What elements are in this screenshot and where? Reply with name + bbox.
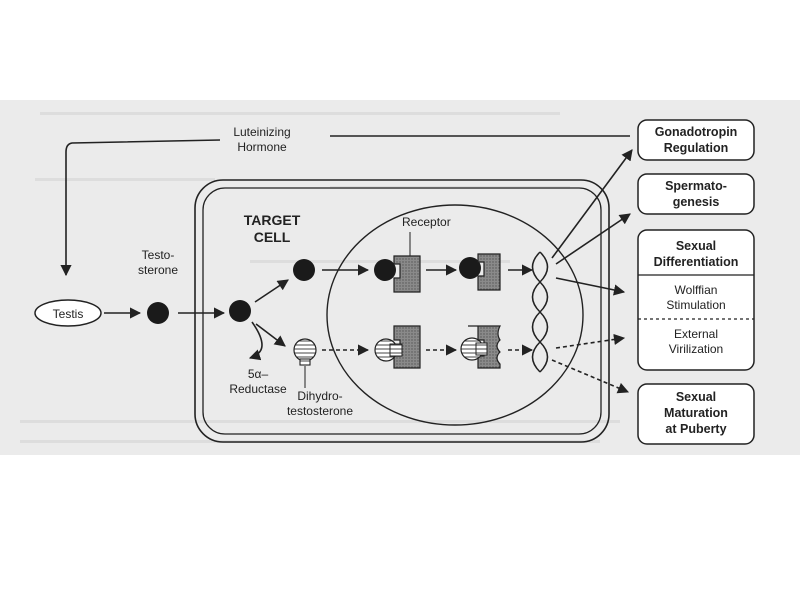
testosterone-label-line1: Testo- bbox=[142, 248, 175, 262]
dht-molecule-cytoplasm bbox=[293, 338, 317, 366]
arrow-to-spermatogenesis bbox=[555, 213, 631, 265]
puberty-label-line1: Sexual bbox=[676, 390, 716, 404]
target-cell-inner-border bbox=[202, 187, 602, 435]
arrow-to-reductase bbox=[251, 321, 263, 346]
lh-feedback-arrow bbox=[66, 135, 630, 275]
spermatogenesis-label-line2: genesis bbox=[673, 195, 720, 209]
testis-label: Testis bbox=[53, 307, 84, 321]
dna-helix bbox=[531, 251, 549, 373]
arrow-to-wolffian bbox=[555, 277, 626, 296]
testosterone-receptor-complex-1 bbox=[374, 255, 421, 293]
gonadotropin-label-line1: Gonadotropin bbox=[655, 125, 738, 139]
gonadotropin-label-line2: Regulation bbox=[664, 141, 729, 155]
dht-receptor-complex-1 bbox=[374, 325, 421, 369]
dht-receptor-complex-2 bbox=[460, 325, 501, 369]
arrow-reductase-to-dht bbox=[248, 344, 263, 361]
testosterone-receptor-complex-2 bbox=[459, 253, 501, 291]
dht-label-line1: Dihydro- bbox=[297, 389, 342, 403]
puberty-label-line2: Maturation bbox=[664, 406, 728, 420]
testosterone-molecule-plasma bbox=[147, 302, 169, 324]
arrow-to-external-virilization bbox=[555, 333, 626, 349]
reductase-label-line2: Reductase bbox=[229, 382, 287, 396]
nucleus bbox=[326, 204, 584, 426]
sexual-differentiation-label-line2: Differentiation bbox=[654, 255, 739, 269]
arrow-to-puberty bbox=[551, 359, 630, 394]
target-cell-label-line1: TARGET bbox=[244, 212, 301, 228]
target-cell-label-line2: CELL bbox=[254, 229, 291, 245]
arrow-to-gonadotropin bbox=[551, 149, 633, 259]
sexual-differentiation-box bbox=[637, 229, 755, 371]
lh-label-line1: Luteinizing bbox=[233, 125, 290, 139]
sexual-differentiation-label-line1: Sexual bbox=[676, 239, 716, 253]
arrow-testosterone-up bbox=[254, 279, 289, 303]
external-virilization-label-line2: Virilization bbox=[669, 342, 723, 356]
puberty-label-line3: at Puberty bbox=[665, 422, 726, 436]
sexual-maturation-box bbox=[637, 383, 755, 445]
spermatogenesis-label-line1: Spermato- bbox=[665, 179, 727, 193]
dht-label-line2: testosterone bbox=[287, 404, 353, 418]
wolffian-label-line1: Wolffian bbox=[675, 283, 718, 297]
testosterone-molecule-cytoplasm bbox=[229, 300, 251, 322]
external-virilization-label-line1: External bbox=[674, 327, 718, 341]
arrow-to-dht bbox=[255, 323, 286, 347]
testosterone-molecule-free bbox=[293, 259, 315, 281]
reductase-label-line1: 5α– bbox=[248, 367, 269, 381]
testis-node bbox=[34, 299, 102, 327]
gonadotropin-regulation-box bbox=[637, 119, 755, 161]
receptor-label: Receptor bbox=[402, 215, 451, 229]
testosterone-label-line2: sterone bbox=[138, 263, 178, 277]
wolffian-label-line2: Stimulation bbox=[666, 298, 725, 312]
lh-label-line2: Hormone bbox=[237, 140, 287, 154]
target-cell-outer-border bbox=[194, 179, 610, 443]
spermatogenesis-box bbox=[637, 173, 755, 215]
